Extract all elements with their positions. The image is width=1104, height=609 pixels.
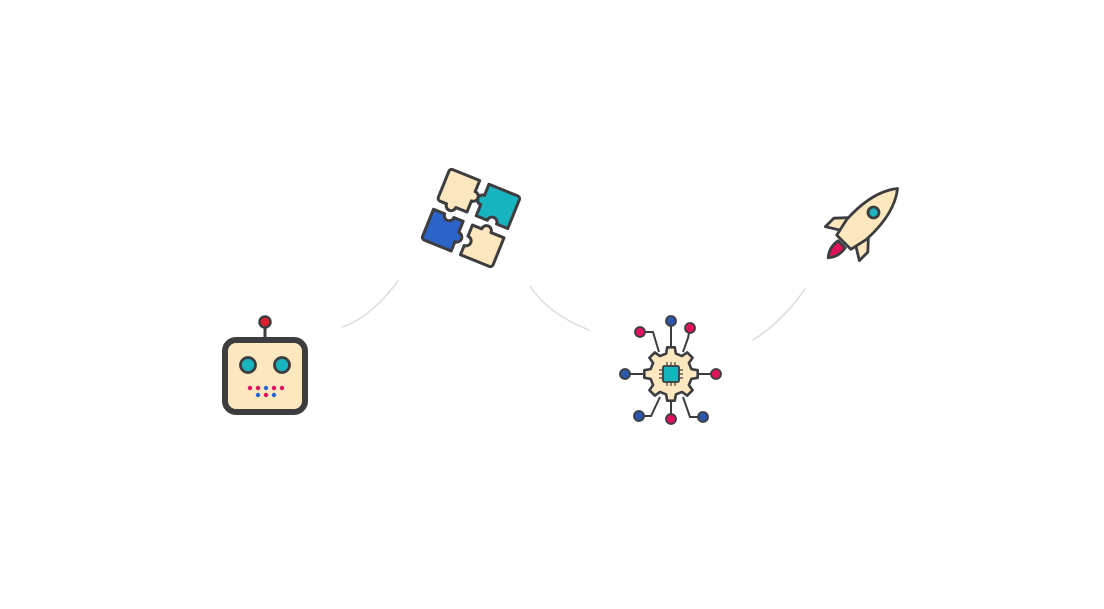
connector-puzzle-gear	[529, 285, 590, 331]
node-left	[619, 368, 631, 380]
robot-icon	[222, 315, 308, 415]
puzzle-icon	[420, 167, 522, 269]
connectors	[341, 280, 806, 341]
node-bottom-left	[633, 410, 645, 422]
connector-gear-rocket	[752, 288, 806, 341]
rocket-flame	[826, 239, 847, 260]
node-top-left	[634, 326, 646, 338]
cpu-chip	[662, 365, 680, 383]
node-bottom-right	[697, 411, 709, 423]
puzzle-piece-teal	[474, 182, 522, 231]
connector-robot-puzzle	[341, 280, 399, 328]
puzzle-piece-cream-bottom	[458, 223, 506, 269]
node-right	[710, 368, 722, 380]
rocket-window	[866, 205, 881, 220]
node-top-right	[684, 322, 696, 334]
puzzle-piece-blue	[420, 207, 465, 253]
node-bottom	[665, 413, 677, 425]
cpu-pins	[659, 362, 683, 386]
rocket-body	[835, 187, 899, 251]
robot-mouth	[247, 385, 285, 398]
rocket-icon	[824, 187, 899, 262]
node-top	[665, 315, 677, 327]
cpu-gear-network-icon	[619, 315, 722, 425]
